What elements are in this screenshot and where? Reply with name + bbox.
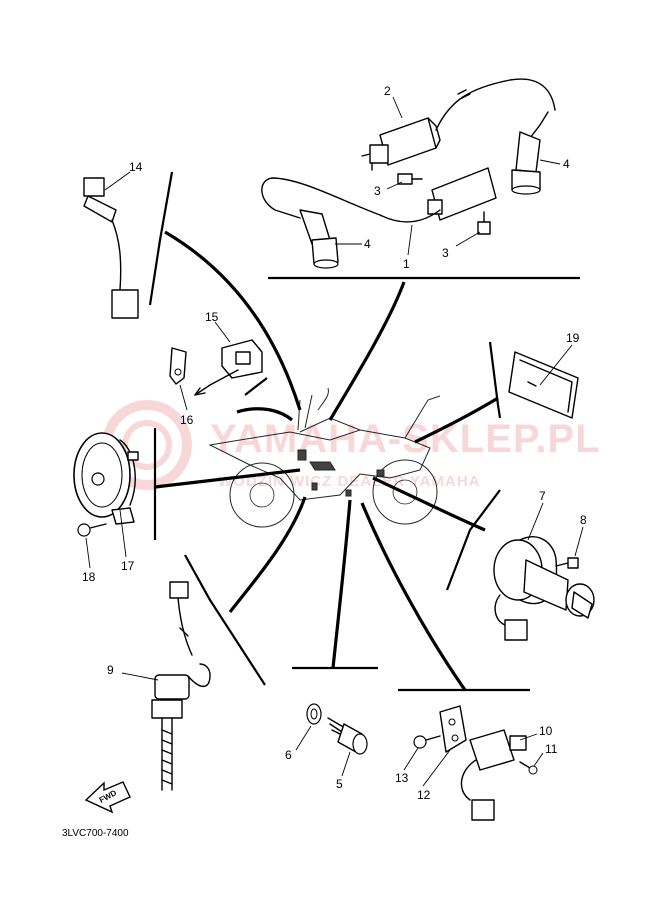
callout-12: 12: [417, 788, 431, 802]
bracket-15: [194, 339, 263, 396]
clip-16: [169, 347, 187, 385]
bolt-13: [413, 735, 441, 749]
link-sender: [228, 496, 307, 613]
callout-18: 18: [82, 570, 96, 584]
callout-5: 5: [336, 777, 343, 791]
bolt-3-upper: [397, 173, 423, 185]
frame-ignition-switch: [445, 489, 501, 591]
rear-wheel: [229, 462, 295, 528]
ignition-coil-2: [361, 78, 556, 171]
bracket-12: [439, 705, 467, 753]
washer-6: [306, 703, 322, 725]
link-switch-5: [331, 499, 352, 669]
frame-bracket-15: [244, 377, 268, 396]
link-switch-10: [360, 502, 467, 691]
callout-leaders: [85, 96, 584, 787]
bolt-3-lower: [477, 211, 491, 235]
callout-3-upper: 3: [374, 184, 381, 198]
main-switch-7: [493, 536, 595, 641]
callout-11: 11: [545, 742, 558, 756]
screw-8: [555, 557, 579, 569]
callout-4-right: 4: [563, 157, 570, 171]
switch-14: [83, 177, 139, 319]
watermark-title: YAMAHA-SKLEP.PL: [210, 417, 601, 461]
callout-3-lower: 3: [442, 246, 449, 260]
frame-sender-9: [184, 554, 266, 686]
link-ign-switch: [372, 476, 486, 532]
group-frames: [148, 171, 580, 692]
callout-16: 16: [180, 413, 194, 427]
callout-6: 6: [285, 748, 292, 762]
link-switch-14: [164, 230, 302, 411]
diagram-code: 3LVC700-7400: [62, 828, 129, 839]
callout-9: 9: [107, 663, 114, 677]
ignition-coil-1: [261, 167, 497, 223]
callout-2: 2: [384, 84, 391, 98]
callout-13: 13: [395, 771, 409, 785]
callout-19: 19: [566, 331, 580, 345]
callout-8: 8: [580, 513, 587, 527]
plug-cap-4-left: [299, 209, 339, 269]
callout-17: 17: [121, 559, 135, 573]
reflector-19: [508, 351, 579, 419]
callout-4-left: 4: [364, 237, 371, 251]
callout-14: 14: [129, 160, 143, 174]
plug-cap-4-right: [511, 111, 549, 195]
callout-1: 1: [403, 257, 410, 271]
switch-5: [327, 717, 368, 755]
front-wheel: [372, 459, 438, 525]
callout-15: 15: [205, 310, 219, 324]
sender-9: [151, 581, 211, 791]
link-coils: [328, 281, 406, 421]
group-links: [154, 230, 499, 691]
horn-17: [73, 432, 139, 525]
motorcycle-outline: [208, 387, 441, 528]
connector-14: [111, 289, 139, 319]
link-reflector: [414, 396, 499, 444]
watermark: YAMAHA-SKLEP.PL WODZIŃ WICZ DEALER YAMAH…: [102, 400, 601, 490]
fwd-arrow-icon: FWD: [84, 781, 131, 814]
callout-10: 10: [539, 724, 553, 738]
screw-11: [519, 761, 538, 775]
callout-7: 7: [539, 489, 546, 503]
key-icon: [571, 591, 593, 619]
frame-reflector-19: [488, 341, 502, 419]
switch-10: [460, 729, 527, 821]
callout-numbers: 2 3 4 4 1 3 14 15 16 19 17 18 7 8 9 6 5 …: [82, 84, 587, 802]
link-bracket: [236, 407, 294, 422]
watermark-subtitle: WODZIŃ WICZ DEALER YAMAHA: [218, 473, 481, 490]
frame-switch-14: [148, 171, 174, 306]
link-horn: [154, 468, 301, 489]
bolt-18: [77, 523, 107, 537]
